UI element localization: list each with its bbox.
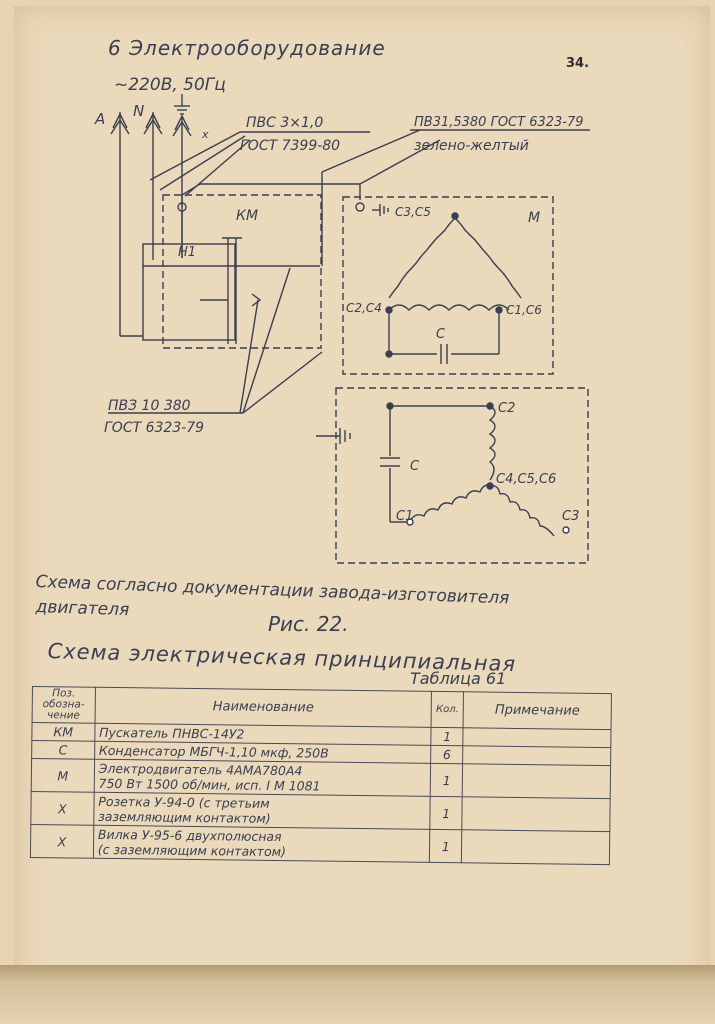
wire-note-3-line2: ГОСТ 6323-79 [104,420,204,436]
x-label: x [201,128,209,141]
cell-poz: Х [30,824,94,859]
cell-poz: КМ [31,722,95,742]
cell-qty: 6 [430,745,463,764]
cell-name: Вилка У-95-6 двухполюсная (с заземляющим… [93,825,431,863]
cell-name: Розетка У-94-0 (с третьим заземляющим ко… [93,792,431,830]
cell-qty: 1 [430,796,463,830]
header-qty: Кол. [431,691,464,728]
phase-label-a: А [94,110,105,128]
cell-note [462,727,612,748]
cell-note [462,763,611,799]
wire-note-1-line1: ПВС 3×1,0 [246,115,323,131]
terminal-c2c4: С2,С4 [346,301,382,315]
terminal-c3c5: С3,С5 [395,205,431,219]
wire-note-2-line2: зелено-желтый [414,138,529,154]
capacitor-label: С [436,327,446,342]
phase-label-n: N [133,102,144,120]
cell-qty: 1 [429,829,462,863]
lower-capacitor: С [410,459,420,474]
motor-label: М [528,210,540,226]
page-bottom-edge [0,965,715,1024]
lower-c1: С1 [396,509,413,524]
header-poz: Поз. обозна- чение [32,686,96,724]
cell-note [461,829,610,865]
components-table: Поз. обозна- чение Наименование Кол. При… [30,686,612,865]
cell-poz: С [31,740,95,760]
wire-note-1-line2: ГОСТ 7399-80 [240,138,340,154]
schematic-note-line2: двигателя [35,597,130,621]
figure-caption: Рис. 22. [268,612,349,636]
km-label: КМ [236,208,258,224]
cell-qty: 1 [431,727,464,746]
lower-c3: С3 [562,509,579,524]
cell-qty: 1 [430,763,463,797]
table-label: Таблица 61 [410,669,507,688]
wire-note-3-line1: ПВЗ 10 380 [108,398,191,414]
lower-c4c5c6: С4,С5,С6 [496,472,556,487]
n1-label: Н1 [178,245,196,260]
cell-note [462,745,611,766]
supply-terminals [110,94,192,336]
header-name: Наименование [94,687,432,728]
terminal-c1c6: С1,С6 [506,303,542,317]
cell-poz: М [31,758,95,793]
cell-note [461,796,611,832]
cell-name-line2: (с заземляющим контактом) [97,841,287,860]
header-note: Примечание [463,691,612,730]
supply-label: ~220В, 50Гц [114,75,226,95]
cell-poz: Х [30,791,94,826]
page-number: 34. [566,56,590,71]
header-poz-line3: чение [47,709,80,722]
table-row: Х Вилка У-95-6 двухполюсная (с заземляющ… [30,824,610,865]
cell-name: Электродвигатель 4АМА780А4 750 Вт 1500 о… [93,759,431,797]
section-title: 6 Электрооборудование [108,36,386,60]
wire-note-2-line1: ПВ31,5380 ГОСТ 6323-79 [414,115,584,130]
paper-sheet [14,6,710,996]
lower-c2: С2 [498,401,515,416]
